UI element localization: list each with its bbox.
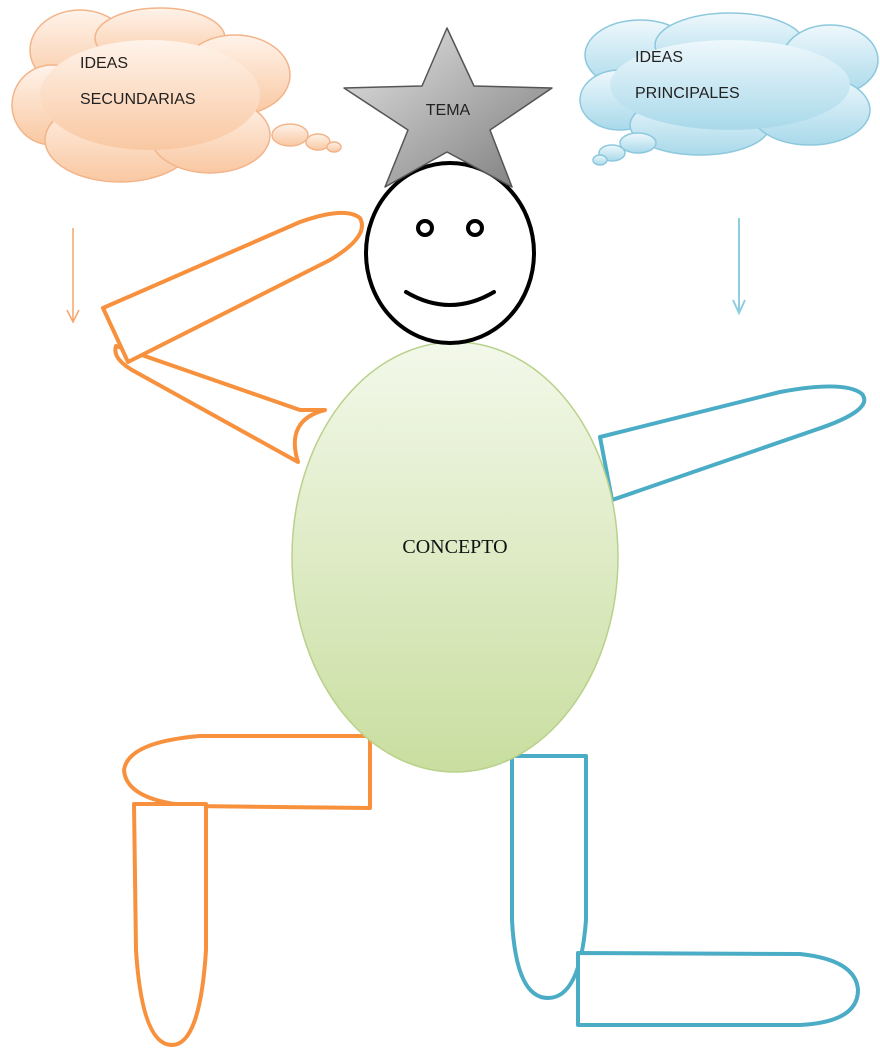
smile-mouth [404,290,496,307]
left-shin [132,802,208,1047]
main-ideas-arrow [732,218,746,316]
main-ideas-cloud: IDEAS PRINCIPALES [579,12,879,166]
right-arm [598,384,867,502]
main-ideas-label-line1: IDEAS [635,49,683,66]
secondary-ideas-arrow [66,228,80,324]
topic-star: TEMA [343,27,553,188]
right-shin [510,754,588,1000]
left-upper-arm [113,344,327,464]
secondary-ideas-label-line1: IDEAS [80,55,128,72]
smiley-head [364,161,536,345]
left-thigh [122,734,372,810]
concept-label: CONCEPTO [402,536,507,558]
secondary-ideas-cloud: IDEAS SECUNDARIAS [11,7,342,183]
left-forearm [101,210,364,364]
right-foot [576,951,860,1027]
right-eye [466,219,484,237]
main-ideas-label-line2: PRINCIPALES [635,85,740,102]
secondary-ideas-label-line2: SECUNDARIAS [80,91,196,108]
left-eye [416,219,434,237]
concept-body: CONCEPTO [291,341,619,773]
topic-label: TEMA [426,102,471,119]
